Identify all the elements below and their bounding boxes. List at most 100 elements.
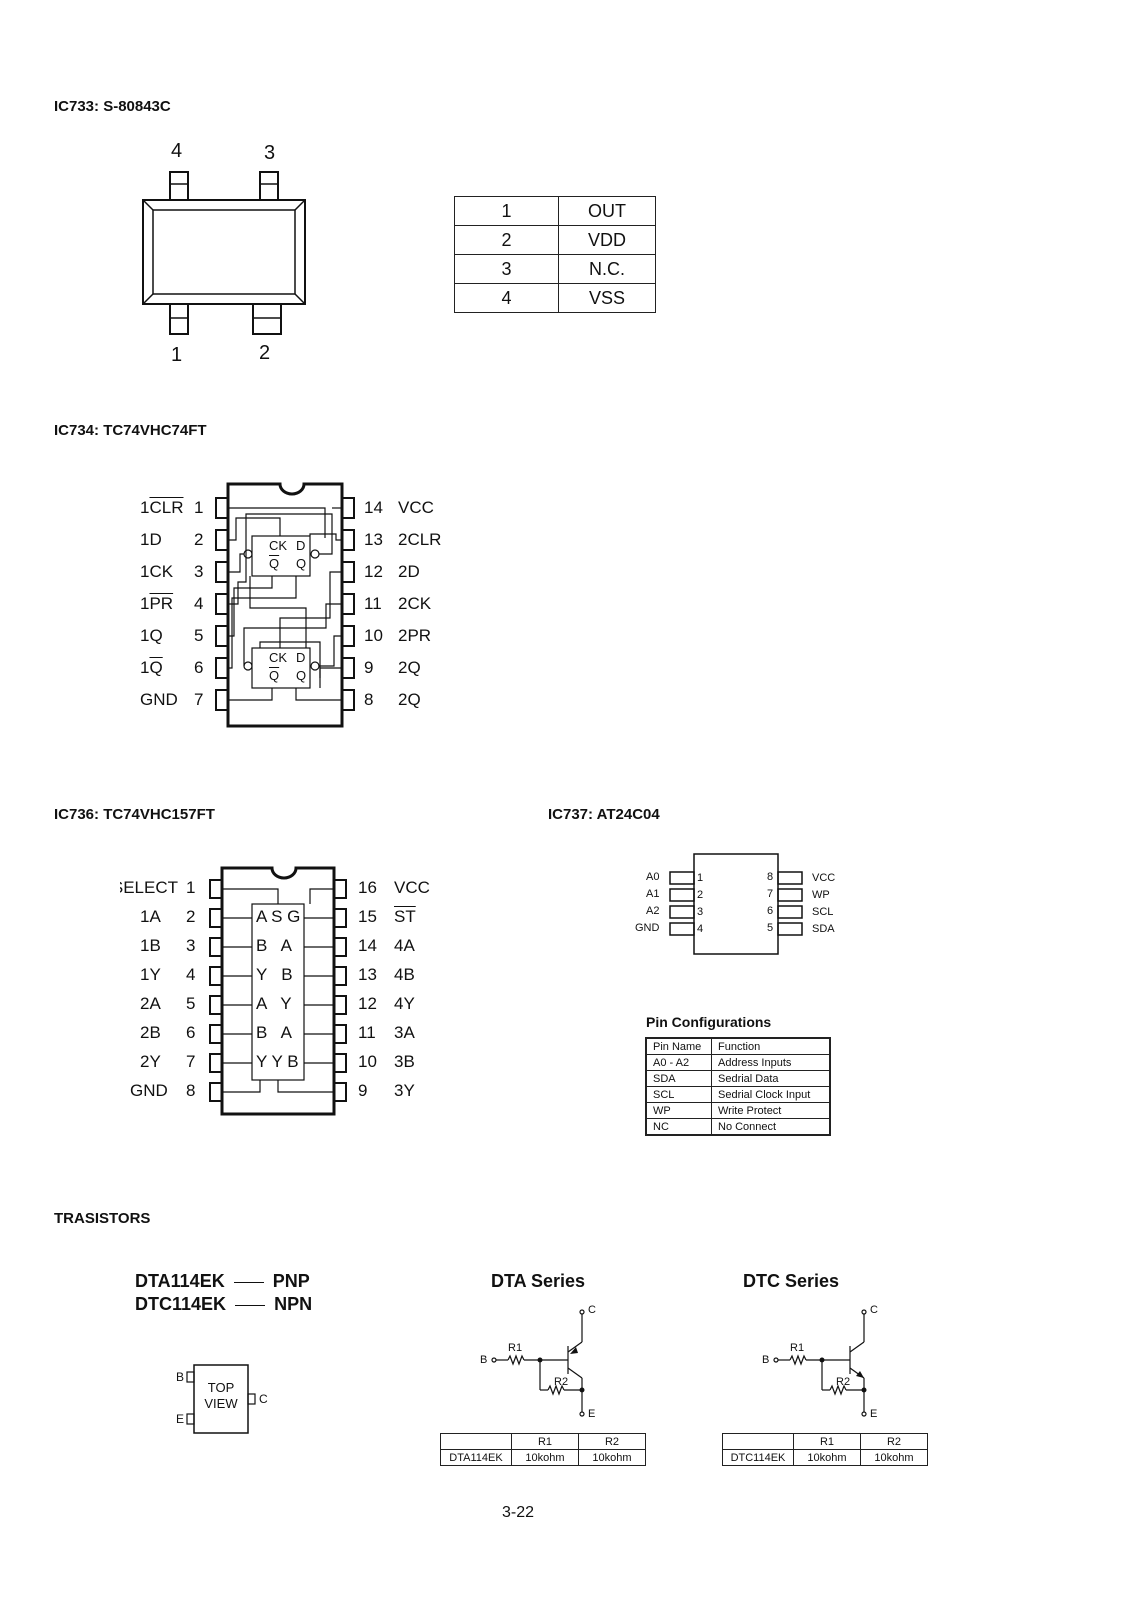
ff2-ck-label: CK [269,650,288,665]
ic734-pin-3-name: 1CK [140,562,174,581]
ic736-pin-14-name: 4A [394,936,415,955]
dash-line [233,1281,264,1283]
transistor-type: PNP [272,1271,310,1291]
ic736-pin-9-name: 3Y [394,1081,415,1100]
ic736-pin-11-name: 3A [394,1023,415,1042]
dta-b-label: B [480,1354,488,1366]
package-drawing [186,1364,256,1434]
ic734-pin-13-name: 2CLR [398,530,442,549]
ic736-pin-5-num: 5 [186,994,196,1013]
ic737-pin-8-num: 8 [767,871,774,883]
ic736-inner-label: B A [256,1023,292,1042]
page-number: 3-22 [502,1504,535,1521]
ic736-pin-8-num: 8 [186,1081,196,1100]
ic736-pin-16-name: VCC [394,878,430,897]
ic736-pin-2-num: 2 [186,907,196,926]
ic734-pin-6-name: 1Q [140,658,163,677]
dtc-c-label: C [870,1304,878,1316]
ic734-pin-9-num: 9 [364,658,374,677]
ic737-package-drawing [669,853,803,955]
ic736-pin-14-num: 14 [358,936,377,955]
ic734-pin-11-name: 2CK [398,594,432,613]
ic737-pin-6-name: SCL [812,906,834,918]
transistor-line-2: DTC114EK NPN [135,1294,312,1315]
ic734-diagram: CK D Q Q CK D Q Q 1CLR 1 1D 2 1CK 3 1PR … [120,478,460,738]
ic736-pin-1-name: SELECT [120,878,178,897]
pin-number: 2 [454,225,559,255]
ic737-pin-6-num: 6 [767,905,774,917]
ff2-d-label: D [296,650,306,665]
table-cell: 10kohm [793,1449,861,1466]
ff1-ck-label: CK [269,538,288,553]
dtc-schematic: B C E R1 R2 [752,1300,902,1428]
ic734-pin-9-name: 2Q [398,658,421,677]
dtc-schematic-drawing [773,1309,867,1417]
pin-name: OUT [558,196,656,226]
ic736-pin-15-num: 15 [358,907,377,926]
part-number: DTA114EK [135,1271,225,1291]
table-header-cell: R1 [793,1433,861,1450]
ic733-package-drawing [142,171,306,335]
table-header-cell: Pin Name [645,1037,712,1055]
ic736-inner-label: A S G [256,907,301,926]
ic736-pin-16-num: 16 [358,878,377,897]
ic737-pin-4-num: 4 [697,923,704,935]
table-header-cell: R1 [511,1433,579,1450]
ic736-pin-3-num: 3 [186,936,196,955]
ic737-pin-7-num: 7 [767,888,774,900]
ic736-pin-5-name: 2A [140,994,161,1013]
table-cell: Address Inputs [711,1054,831,1071]
view-label: VIEW [204,1396,238,1411]
ic736-title: IC736: TC74VHC157FT [54,806,215,823]
ic734-pin-5-name: 1Q [140,626,163,645]
ic736-inner-label: B A [256,936,292,955]
dta-c-label: C [588,1304,596,1316]
ic736-pin-7-num: 7 [186,1052,196,1071]
ic737-pin-2-num: 2 [697,889,704,901]
ic736-pin-12-num: 12 [358,994,377,1013]
ic736-pin-4-num: 4 [186,965,196,984]
table-cell: Sedrial Clock Input [711,1086,831,1103]
ic736-inner-label: A Y [256,994,292,1013]
ic736-pin-9-num: 9 [358,1081,368,1100]
pin-config-title: Pin Configurations [646,1014,772,1030]
table-header-cell [722,1433,794,1450]
ic736-pin-1-num: 1 [186,878,196,897]
dtc-r2-label: R2 [836,1376,851,1388]
table-header-cell: Function [711,1037,831,1055]
dta-schematic: B C E R1 R2 [470,1300,620,1428]
ic734-pin-3-num: 3 [194,562,204,581]
ic734-pin-11-num: 11 [364,594,382,613]
table-cell: DTC114EK [722,1449,794,1466]
ic734-pin-2-num: 2 [194,530,204,549]
table-cell: WP [645,1102,712,1119]
transistors-title: TRASISTORS [54,1210,151,1227]
pin-number: 4 [454,283,559,313]
ff2-q-label: Q [296,668,307,683]
ic733-pin-label-1: 1 [171,344,183,366]
ic734-pin-10-num: 10 [364,626,383,645]
table-cell: Sedrial Data [711,1070,831,1087]
ic736-pin-10-num: 10 [358,1052,377,1071]
ff2-qbar-label: Q [269,668,280,683]
ic734-pin-8-name: 2Q [398,690,421,709]
dtc-series-title: DTC Series [743,1271,840,1291]
ic737-diagram: A0 1 A1 2 A2 3 GND 4 8 VCC 7 WP 6 SCL 5 … [620,850,850,960]
ic736-pin-2-name: 1A [140,907,161,926]
table-cell: SCL [645,1086,712,1103]
ic737-pin-1-num: 1 [697,872,704,884]
ic734-pin-12-name: 2D [398,562,420,581]
ff1-qbar-label: Q [269,556,280,571]
pin-b-label: B [176,1370,185,1384]
ic734-pin-2-name: 1D [140,530,162,549]
transistor-line-1: DTA114EK PNP [135,1271,310,1292]
